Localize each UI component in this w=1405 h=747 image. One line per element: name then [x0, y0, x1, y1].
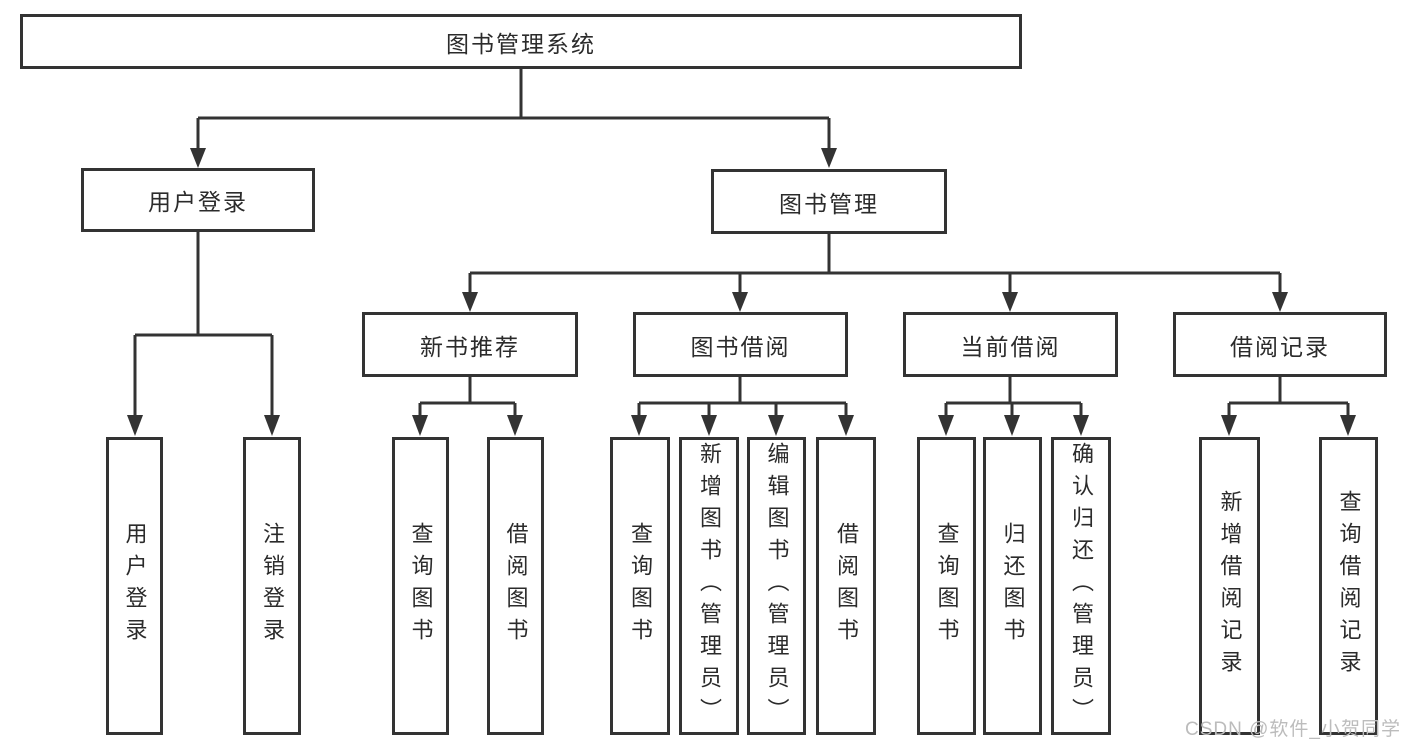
node-book-borrowing: 图书借阅 — [633, 312, 848, 377]
node-user-login: 用户登录 — [81, 168, 315, 232]
leaf-records-query: 查询借阅记录 — [1319, 437, 1378, 735]
leaf-current-confirm-admin: 确认归还（管理员） — [1051, 437, 1111, 735]
node-current-borrow: 当前借阅 — [903, 312, 1118, 377]
leaf-newbooks-query: 查询图书 — [392, 437, 449, 735]
node-book-management: 图书管理 — [711, 169, 947, 234]
leaf-borrowing-edit-admin: 编辑图书（管理员） — [747, 437, 806, 735]
leaf-borrowing-borrow: 借阅图书 — [816, 437, 876, 735]
leaf-borrowing-query: 查询图书 — [610, 437, 670, 735]
csdn-watermark: CSDN @软件_小贺同学 — [1185, 719, 1401, 740]
node-borrow-records: 借阅记录 — [1173, 312, 1387, 377]
node-new-book-recommend: 新书推荐 — [362, 312, 578, 377]
leaf-current-query: 查询图书 — [917, 437, 976, 735]
leaf-newbooks-borrow: 借阅图书 — [487, 437, 544, 735]
leaf-records-add: 新增借阅记录 — [1199, 437, 1260, 735]
leaf-logout: 注销登录 — [243, 437, 301, 735]
leaf-user-login: 用户登录 — [106, 437, 163, 735]
node-root-system: 图书管理系统 — [20, 14, 1022, 69]
leaf-current-return: 归还图书 — [983, 437, 1042, 735]
arrowheads — [127, 148, 1356, 436]
leaf-borrowing-add-admin: 新增图书（管理员） — [679, 437, 739, 735]
